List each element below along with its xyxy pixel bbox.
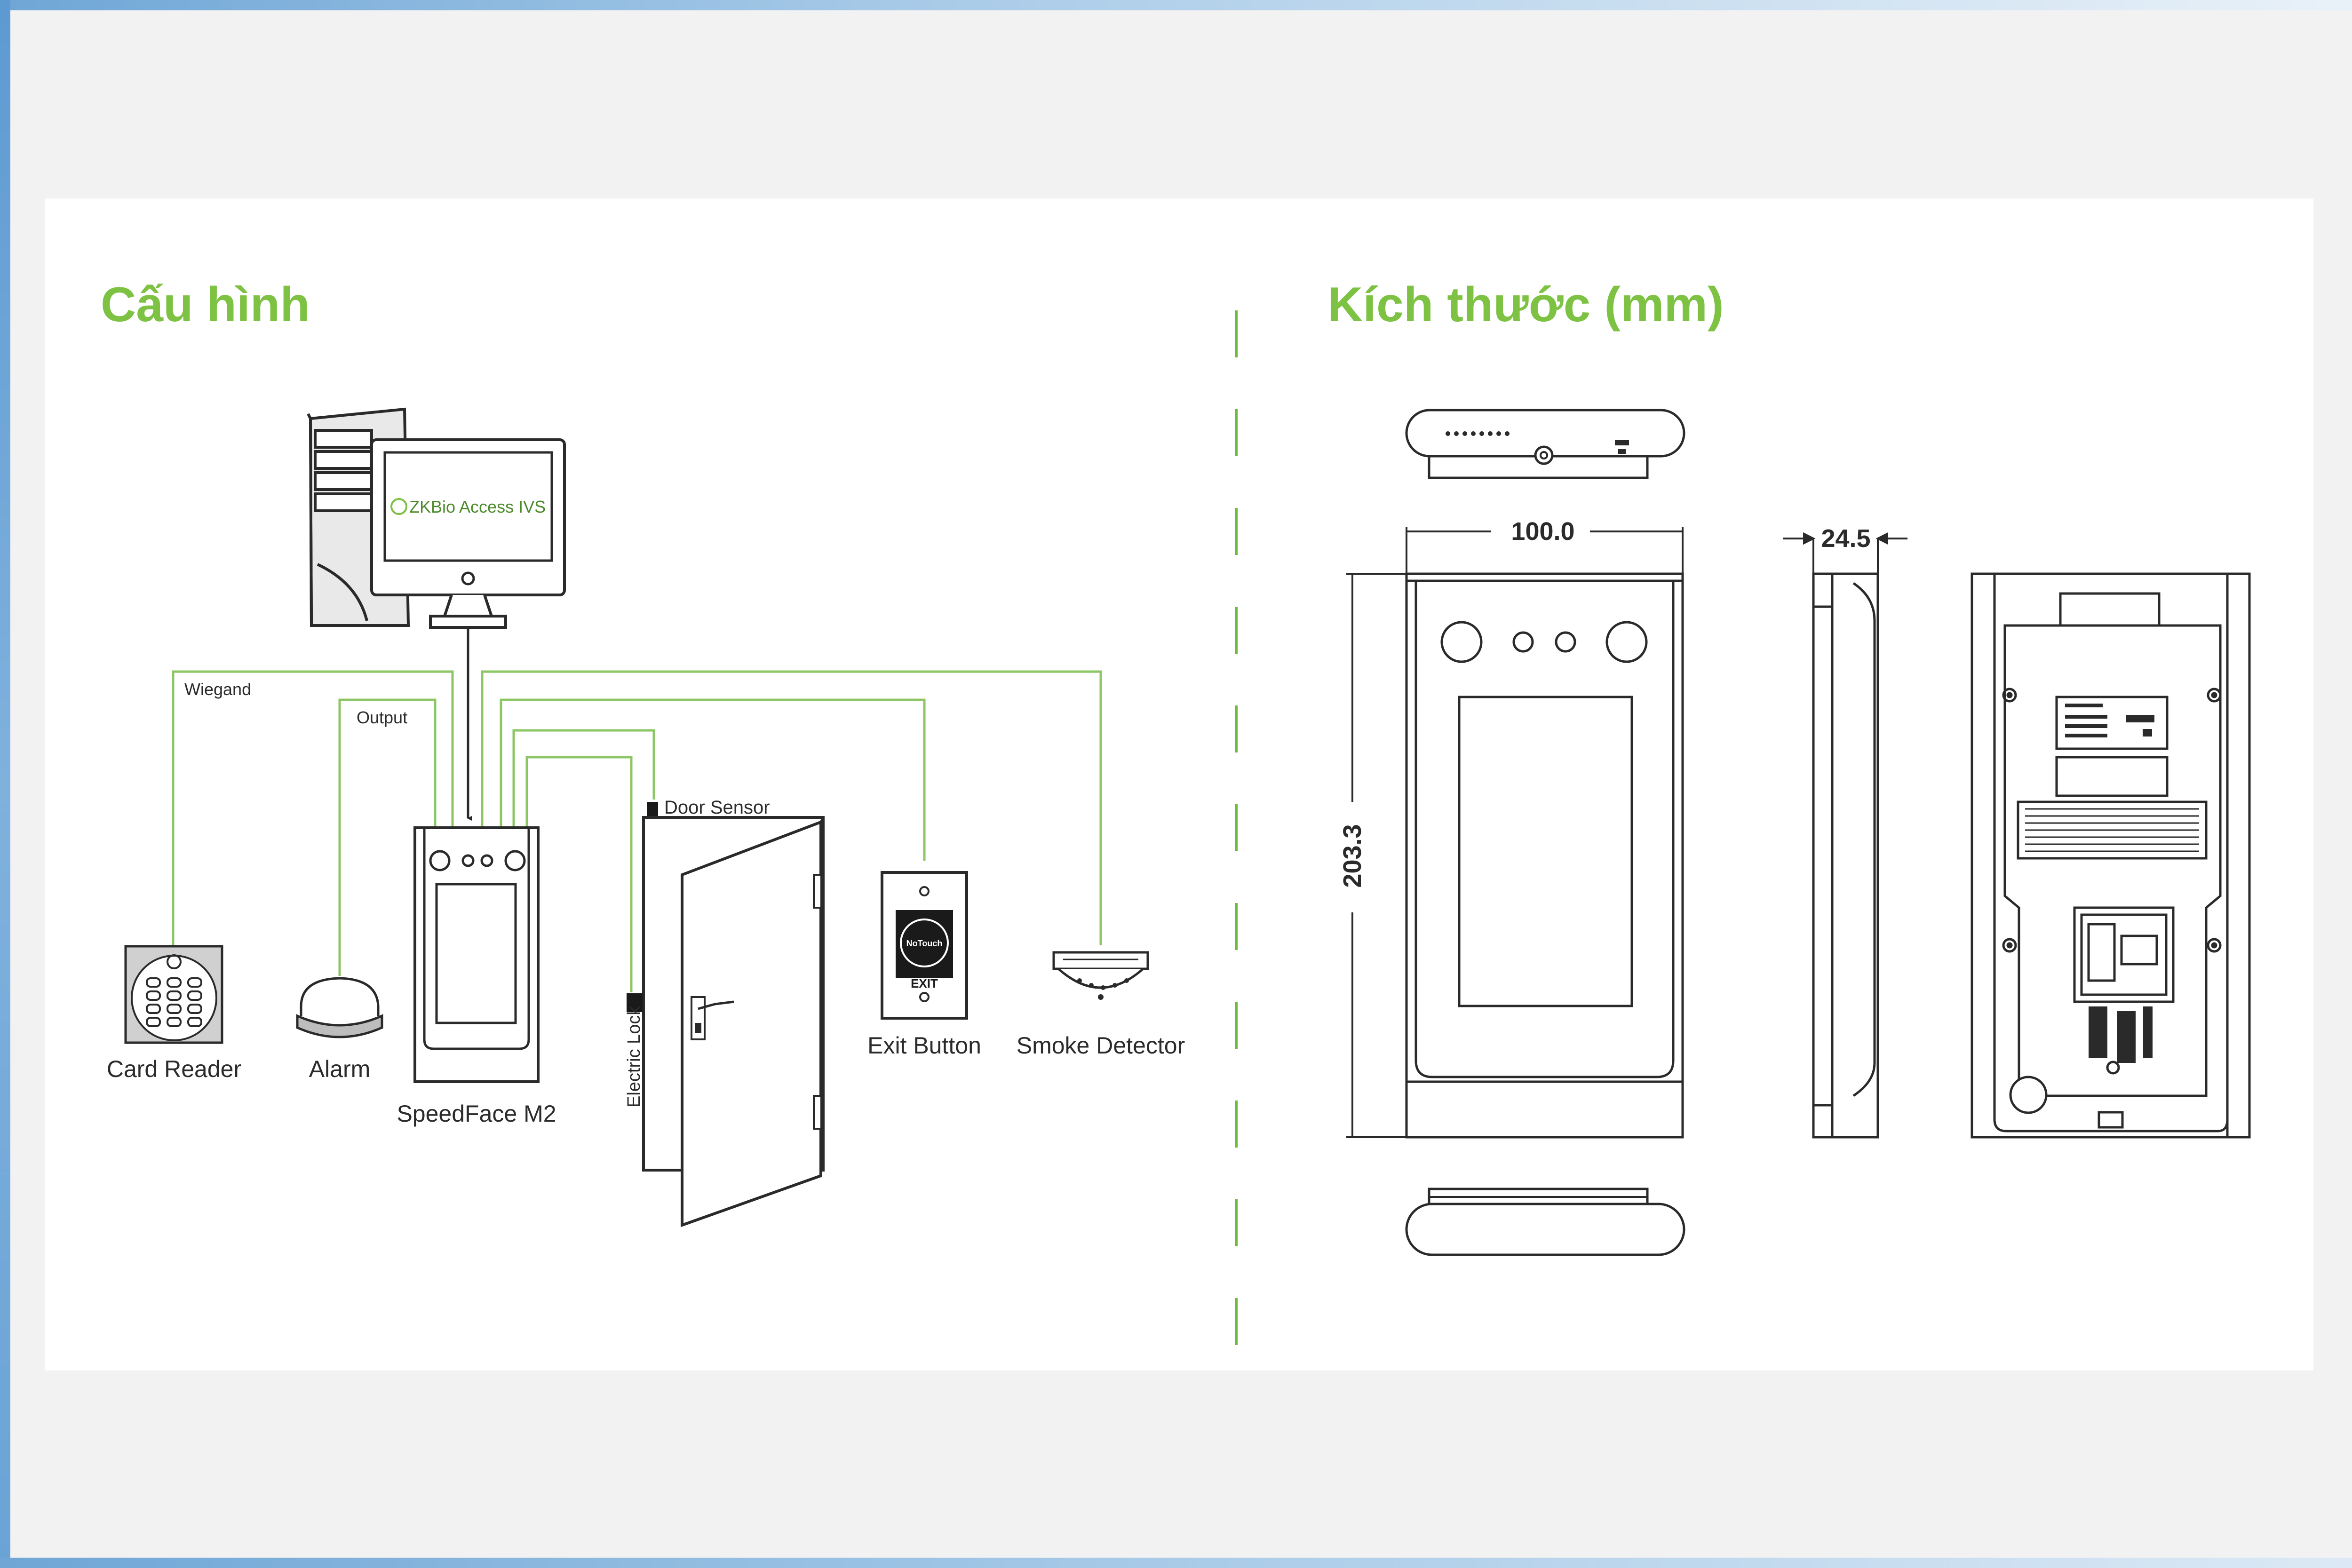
wiegand-label: Wiegand (184, 680, 251, 699)
width-dimension-label: 100.0 (1511, 517, 1574, 546)
electric-lock-label: Electric Lock (624, 1006, 644, 1108)
dimension-title: Kích thước (mm) (1327, 277, 1724, 332)
wire-exit-button (500, 698, 926, 861)
wire-door-sensor (512, 729, 655, 828)
wire-card-reader (172, 670, 454, 945)
content-panel (45, 198, 2313, 1370)
exit-button-inner-text: NoTouch (906, 939, 943, 948)
card-reader-device (124, 945, 223, 1044)
smoke-detector-device (1052, 951, 1149, 1000)
top-frame-border (0, 0, 2352, 10)
exit-button-label: Exit Button (867, 1032, 981, 1059)
alarm-label: Alarm (309, 1056, 371, 1082)
device-front-view (1405, 572, 1684, 1139)
wire-smoke-detector (481, 670, 1102, 945)
speedface-label: SpeedFace M2 (397, 1101, 556, 1127)
alarm-device (296, 977, 383, 1038)
wire-electric-lock (525, 756, 633, 992)
height-dimension (1346, 573, 1406, 1138)
software-logo: ZKBio Access IVS (390, 497, 546, 516)
width-dimension (1406, 527, 1684, 581)
config-title: Cấu hình (101, 277, 310, 332)
depth-dimension-label: 24.5 (1821, 524, 1870, 553)
device-side-view (1812, 572, 1879, 1139)
device-bottom-view (1405, 1188, 1685, 1256)
door-device: Door Sensor Electric Lock (624, 797, 825, 1227)
bottom-frame-border (0, 1558, 2352, 1568)
exit-button-device: NoTouch EXIT (881, 871, 968, 1020)
computer-monitor: ZKBio Access IVS (370, 438, 566, 629)
speedface-device (413, 826, 540, 1083)
wire-alarm (338, 698, 437, 976)
device-top-view (1405, 409, 1685, 479)
output-label: Output (357, 708, 407, 727)
height-dimension-label: 203.3 (1338, 824, 1367, 887)
smoke-detector-label: Smoke Detector (1017, 1032, 1185, 1059)
exit-button-exit-text: EXIT (911, 976, 938, 990)
device-back-view (1971, 572, 2251, 1139)
card-reader-label: Card Reader (107, 1056, 241, 1082)
depth-dimension (1783, 532, 1907, 581)
software-logo-text: ZKBio Access IVS (409, 497, 546, 516)
left-frame-border (0, 0, 10, 1568)
door-sensor-label: Door Sensor (664, 797, 770, 818)
connection-wires (172, 670, 1102, 992)
